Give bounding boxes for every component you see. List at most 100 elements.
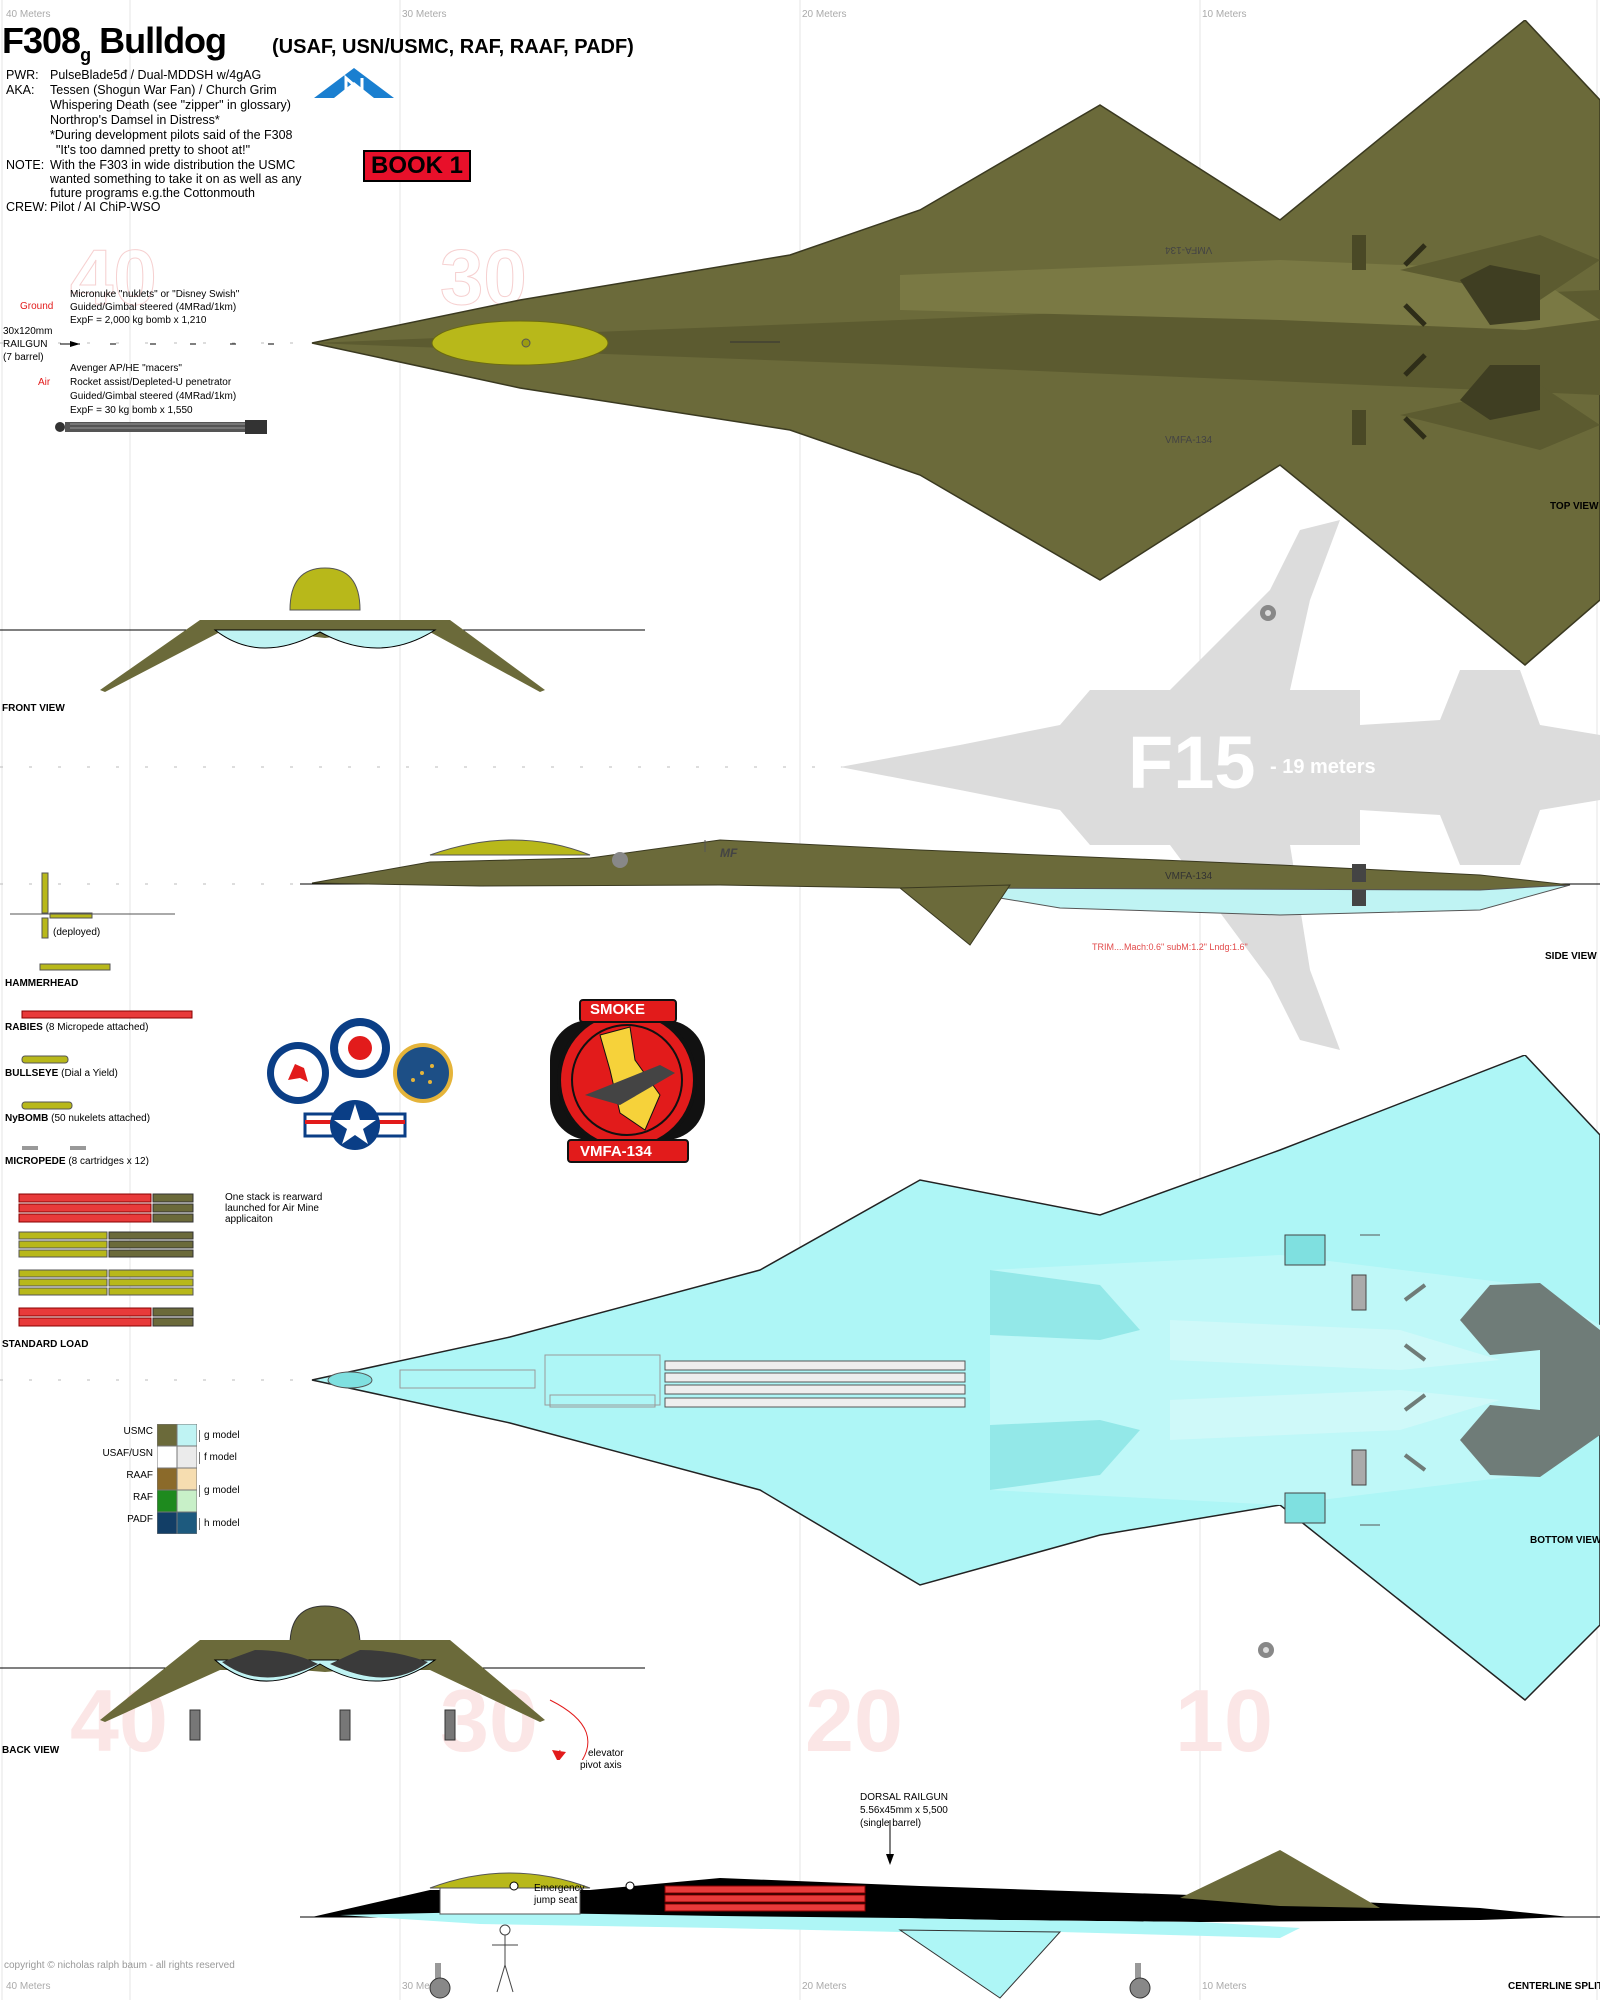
copyright-notice: copyright © nicholas ralph baum - all ri… — [4, 1960, 235, 1971]
f15-label: F15 — [1128, 721, 1256, 804]
centerline-view-label: CENTERLINE SPLIT — [1508, 1981, 1600, 1992]
spec-text: With the F303 in wide distribution the U… — [50, 158, 296, 172]
legend-model: g model — [199, 1430, 240, 1442]
nybomb-note: (50 nukelets attached) — [51, 1113, 151, 1124]
jump-seat-line: Emergency — [534, 1883, 585, 1894]
main-wheel-icon — [1129, 1963, 1151, 1999]
centerline-diagram — [300, 1820, 1600, 1999]
spec-text: Tessen (Shogun War Fan) / Church Grim — [50, 83, 277, 97]
railgun-line: 30x120mm — [3, 326, 53, 337]
page-title: F308g Bulldog — [2, 20, 227, 66]
load-note-line: One stack is rearward — [225, 1192, 323, 1203]
munitions-diagram — [21, 1010, 193, 1150]
legend-swatches — [157, 1424, 197, 1534]
legend-model: g model — [199, 1485, 240, 1497]
northrop-logo — [314, 68, 394, 98]
bottom-view-label: BOTTOM VIEW — [1530, 1535, 1600, 1546]
legend-model: h model — [199, 1518, 240, 1530]
f15-length-label: - 19 meters — [1270, 756, 1376, 778]
spec-text: Northrop's Damsel in Distress* — [50, 113, 220, 127]
legend-model: f model — [199, 1452, 237, 1464]
micropede-row: MICROPEDE (8 cartridges x 12) — [5, 1156, 149, 1168]
squadron-patch-icon — [550, 999, 705, 1163]
rabies-label: RABIES — [5, 1022, 43, 1033]
dorsal-railgun-line: 5.56x45mm x 5,500 — [860, 1805, 948, 1816]
micropede-note: (8 cartridges x 12) — [68, 1156, 149, 1167]
legend-service: RAF — [133, 1492, 153, 1503]
bullseye-row: BULLSEYE (Dial a Yield) — [5, 1068, 118, 1080]
side-view-diagram — [300, 839, 1600, 946]
air-line: Guided/Gimbal steered (4MRad/1km) — [70, 391, 237, 402]
spec-text: Pilot / AI ChiP-WSO — [50, 200, 161, 214]
air-line: Avenger AP/HE "macers" — [70, 363, 182, 374]
top-unit-marking-b: VMFA-134 — [1165, 435, 1213, 446]
ruler-bottom-40: 40 Meters — [6, 1981, 51, 1992]
air-line: ExpF = 30 kg bomb x 1,550 — [70, 405, 193, 416]
nose-wheel-icon — [429, 1963, 451, 1999]
micropede-label: MICROPEDE — [5, 1156, 66, 1167]
air-line: Rocket assist/Depleted-U penetrator — [70, 377, 232, 388]
raf-roundel-icon — [330, 1018, 390, 1078]
railgun-line: (7 barrel) — [3, 352, 44, 363]
legend-service: USAF/USN — [102, 1448, 153, 1459]
top-view-diagram — [311, 20, 1600, 666]
side-unit-marking: VMFA-134 — [1165, 871, 1213, 882]
scale-number-top-40: 40 — [70, 233, 158, 322]
dorsal-railgun-line: DORSAL RAILGUN — [860, 1792, 948, 1803]
padf-roundel-icon — [393, 1043, 453, 1103]
trim-readout: TRIM....Mach:0.6" subM:1.2" Lndg:1.6" — [1092, 942, 1248, 952]
jump-seat-line: jump seat — [534, 1895, 578, 1906]
nybomb-label: NyBOMB — [5, 1113, 49, 1124]
scale-number-bottom-20: 20 — [805, 1671, 903, 1770]
rabies-note: (8 Micropede attached) — [45, 1022, 149, 1033]
ruler-bottom-10: 10 Meters — [1202, 1981, 1247, 1992]
patch-top-text: SMOKE — [590, 1001, 646, 1018]
side-view-label: SIDE VIEW — [1545, 951, 1597, 962]
spec-key: CREW: — [6, 200, 48, 214]
front-view-label: FRONT VIEW — [2, 703, 65, 714]
spec-text: "It's too damned pretty to shoot at!" — [56, 143, 251, 157]
spec-key: NOTE: — [6, 158, 45, 172]
ground-line: ExpF = 2,000 kg bomb x 1,210 — [70, 315, 207, 326]
roundels — [267, 1018, 453, 1150]
railgun-line: RAILGUN — [3, 339, 48, 350]
air-label: Air — [38, 377, 51, 388]
spec-text: future programs e.g.the Cottonmouth — [50, 186, 255, 200]
f15-silhouette — [840, 520, 1600, 1050]
ruler-top-10: 10 Meters — [1202, 9, 1247, 20]
elevator-note-line: elevator — [588, 1748, 624, 1759]
back-view-diagram — [0, 1605, 645, 1760]
spec-key: AKA: — [6, 83, 35, 97]
spec-key: PWR: — [6, 68, 39, 82]
skeleton-scale-icon — [492, 1924, 518, 1993]
top-view-label: TOP VIEW — [1550, 501, 1599, 512]
standard-load-label: STANDARD LOAD — [2, 1339, 89, 1350]
legend-service: RAAF — [126, 1470, 153, 1481]
dorsal-railgun-line: (single barrel) — [860, 1818, 922, 1829]
hammerhead-label: HAMMERHEAD — [5, 978, 79, 989]
hammerhead-note: (deployed) — [53, 927, 101, 938]
ruler-top-20: 20 Meters — [802, 9, 847, 20]
spec-text: *During development pilots said of the F… — [50, 128, 293, 142]
rabies-row: RABIES (8 Micropede attached) — [5, 1022, 148, 1034]
load-note-line: applicaiton — [225, 1214, 273, 1225]
spec-text: PulseBlade5đ / Dual-MDDSH w/4gAG — [50, 68, 262, 82]
hammerhead-diagram — [10, 872, 175, 971]
top-unit-marking-a: VMFA-134 — [1165, 244, 1213, 255]
front-view-diagram — [0, 567, 645, 692]
patch-bottom-text: VMFA-134 — [580, 1143, 652, 1160]
ground-line: Guided/Gimbal steered (4MRad/1km) — [70, 302, 237, 313]
load-note-line: launched for Air Mine — [225, 1203, 319, 1214]
usmc-roundel-icon — [303, 1100, 407, 1150]
ruler-bottom-30: 30 Meters — [402, 1981, 447, 1992]
nybomb-row: NyBOMB (50 nukelets attached) — [5, 1113, 150, 1125]
bullseye-label: BULLSEYE — [5, 1068, 59, 1079]
ruler-top-30: 30 Meters — [402, 9, 447, 20]
elevator-note-line: pivot axis — [580, 1760, 622, 1771]
book-badge: BOOK 1 — [363, 150, 472, 182]
raaf-roundel-icon — [267, 1042, 329, 1104]
standard-load-diagram — [18, 1193, 194, 1327]
spec-text: wanted something to take it on as well a… — [50, 172, 302, 186]
back-view-label: BACK VIEW — [2, 1745, 60, 1756]
